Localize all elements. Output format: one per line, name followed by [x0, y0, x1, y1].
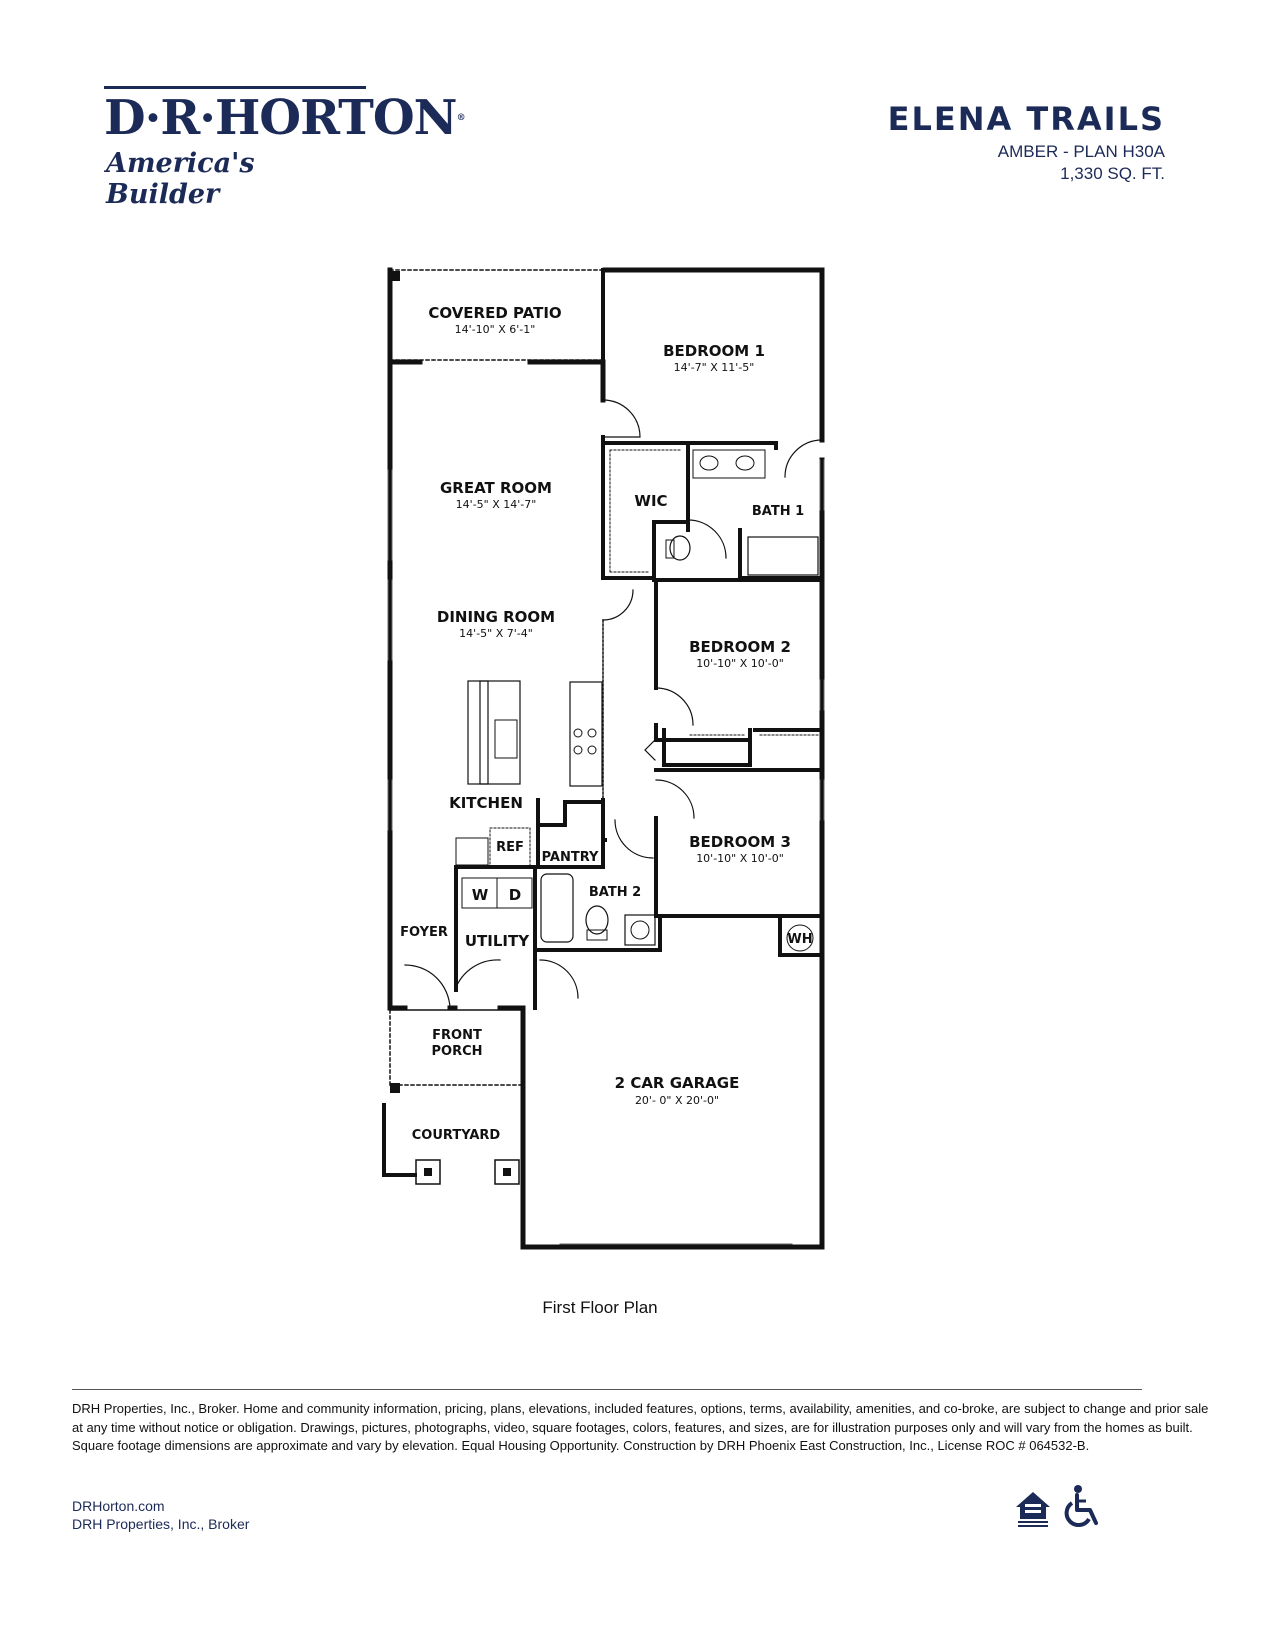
dining-room-dims: 14'-5" X 7'-4": [459, 627, 533, 640]
garage-label: 2 CAR GARAGE: [615, 1074, 740, 1092]
covered-patio-dims: 14'-10" X 6'-1": [455, 323, 536, 336]
kitchen-label: KITCHEN: [449, 794, 523, 812]
water-heater-label: WH: [787, 932, 812, 947]
drhorton-logo: D·R·HORTON® America's Builder: [104, 86, 466, 210]
square-footage: 1,330 SQ. FT.: [1060, 164, 1165, 183]
covered-patio-label: COVERED PATIO: [428, 304, 561, 322]
bedroom1-dims: 14'-7" X 11'-5": [674, 361, 755, 374]
broker-name: DRH Properties, Inc., Broker: [72, 1516, 250, 1532]
ref-label: REF: [496, 840, 524, 855]
bedroom2-dims: 10'-10" X 10'-0": [696, 657, 784, 670]
floor-plan: COVERED PATIO 14'-10" X 6'-1" BEDROOM 1 …: [382, 267, 825, 1250]
foyer-label: FOYER: [400, 925, 448, 940]
footer: DRHorton.com DRH Properties, Inc., Broke…: [72, 1497, 249, 1533]
brand-reg-mark: ®: [456, 113, 466, 123]
dining-room-label: DINING ROOM: [437, 608, 555, 626]
garage-dims: 20'- 0" X 20'-0": [635, 1094, 719, 1107]
legal-disclaimer: DRH Properties, Inc., Broker. Home and c…: [72, 1401, 1209, 1453]
front-porch-label-line1: FRONT: [432, 1028, 482, 1043]
brand-tagline: America's Builder: [106, 148, 255, 210]
pantry-label: PANTRY: [542, 850, 599, 865]
bath2-label: BATH 2: [589, 885, 641, 900]
logo-rule: [104, 86, 366, 89]
dryer-label: D: [509, 886, 521, 904]
website-link[interactable]: DRHorton.com: [72, 1498, 165, 1514]
bedroom3-label: BEDROOM 3: [689, 833, 791, 851]
front-porch-label-line2: PORCH: [431, 1044, 482, 1059]
plan-caption: First Floor Plan: [542, 1298, 658, 1317]
courtyard-label: COURTYARD: [412, 1128, 501, 1143]
washer-label: W: [472, 886, 489, 904]
bedroom1-label: BEDROOM 1: [663, 342, 765, 360]
footer-divider: [72, 1389, 1142, 1390]
utility-label: UTILITY: [465, 932, 530, 950]
plan-name: AMBER - PLAN H30A: [997, 142, 1165, 161]
community-name: ELENA TRAILS: [887, 100, 1165, 138]
equal-housing-opportunity-icon: [1016, 1492, 1050, 1527]
great-room-dims: 14'-5" X 14'-7": [456, 498, 537, 511]
bedroom2-label: BEDROOM 2: [689, 638, 791, 656]
bedroom3-dims: 10'-10" X 10'-0": [696, 852, 784, 865]
wheelchair-accessible-icon: [1064, 1485, 1098, 1527]
project-info: ELENA TRAILS AMBER - PLAN H30A 1,330 SQ.…: [888, 100, 1165, 184]
wic-label: WIC: [634, 492, 667, 510]
bath1-label: BATH 1: [752, 504, 804, 519]
great-room-label: GREAT ROOM: [440, 479, 552, 497]
brand-name: D·R·HORTON: [104, 90, 458, 146]
